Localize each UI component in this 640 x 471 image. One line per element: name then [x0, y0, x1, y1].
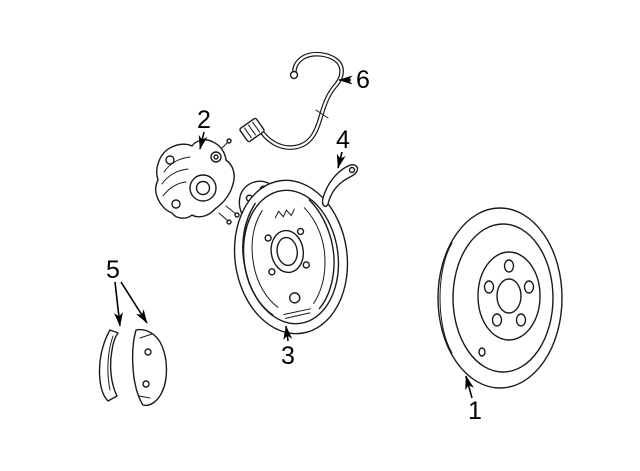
lug-hole — [483, 280, 495, 294]
callout-5: 5 — [106, 256, 148, 327]
brake-shoe-right-lining — [303, 207, 326, 304]
part-brake-backing-plate — [233, 179, 349, 335]
callout-4: 4 — [336, 126, 350, 169]
callout-3-label: 3 — [281, 342, 295, 370]
callout-4-arrow — [336, 151, 346, 169]
caliper-body — [154, 139, 235, 219]
pad-tab — [138, 395, 151, 399]
cable-clip — [315, 109, 329, 119]
brake-shoe-right — [308, 199, 335, 310]
caliper-piston — [195, 180, 211, 196]
brake-pad-outer — [131, 328, 168, 407]
caliper-fin — [161, 168, 189, 185]
callout-5-label: 5 — [106, 256, 120, 284]
clip-hole — [348, 166, 356, 174]
hub-bolt-hole — [268, 268, 276, 276]
rotor-thickness-edge — [439, 242, 453, 354]
callout-1-arrow — [465, 375, 474, 399]
lug-hole — [515, 313, 527, 327]
bleeder-cap — [226, 138, 232, 144]
callout-2-label: 2 — [197, 106, 211, 134]
hub-opening-inner — [276, 236, 298, 267]
brake-shoe-left-lining — [251, 210, 279, 308]
callout-1-label: 1 — [468, 397, 482, 425]
pad-tab — [139, 333, 153, 339]
rotor-hub — [477, 251, 541, 341]
brake-pad-inner-lining — [107, 335, 114, 391]
callout-2-arrow — [198, 131, 208, 150]
brake-shoe-left — [242, 202, 274, 316]
guide-pin-head — [226, 219, 232, 225]
sensor-cable-highlight — [257, 53, 343, 149]
caliper-inlet-fitting — [210, 151, 222, 163]
bleeder-valve — [221, 141, 229, 149]
hub-bolt-hole — [296, 227, 305, 236]
callout-6-label: 6 — [356, 66, 370, 94]
part-retaining-clip — [321, 164, 359, 208]
backing-plate-outer — [233, 179, 349, 335]
callout-6: 6 — [338, 66, 370, 94]
guide-pin-head — [234, 212, 240, 218]
lug-hole — [491, 313, 503, 327]
part-brake-rotor — [437, 207, 563, 389]
caliper-ear-hole — [165, 155, 175, 165]
callout-1: 1 — [465, 375, 482, 425]
guide-pin — [225, 205, 237, 215]
lug-hole — [503, 259, 515, 273]
pad-clip-hole — [142, 380, 150, 388]
caliper-fin — [162, 181, 187, 197]
pad-clip-hole — [144, 348, 152, 356]
adjuster — [283, 308, 311, 316]
caliper-ear-hole — [171, 199, 181, 209]
rotor-set-screw-hole — [478, 347, 486, 357]
guide-pin — [218, 212, 229, 222]
lug-hole — [523, 280, 535, 294]
callout-5-arrow-right — [120, 281, 148, 324]
hold-down-spring — [289, 292, 301, 304]
rotor-center-bore — [496, 278, 522, 314]
rotor-outer-edge — [437, 207, 563, 389]
brake-pad-inner — [98, 329, 119, 402]
callout-5-arrow-left — [114, 281, 123, 327]
return-spring — [274, 208, 295, 219]
sensor-cable — [256, 51, 344, 150]
connector-rib — [252, 121, 261, 133]
part-abs-sensor-harness — [239, 51, 344, 150]
connector-rib — [243, 127, 252, 139]
caliper-inlet-bolt — [213, 154, 219, 160]
rotor-friction-surface — [452, 223, 554, 373]
adjuster — [284, 312, 311, 319]
caliper-piston-bore — [189, 174, 217, 202]
hub-bolt-hole — [302, 261, 310, 269]
sensor-connector — [239, 117, 265, 143]
caliper-fin — [163, 156, 191, 173]
hub-opening — [270, 229, 305, 274]
callout-3: 3 — [281, 325, 295, 370]
clip-body — [321, 164, 359, 208]
callout-2: 2 — [197, 106, 211, 150]
part-brake-caliper — [154, 138, 240, 225]
callout-3-arrow — [283, 325, 293, 342]
part-brake-pads — [98, 328, 168, 407]
hub-bolt-hole — [264, 234, 272, 242]
connector-rib — [248, 124, 256, 136]
sensor-grommet — [289, 70, 299, 80]
callout-4-label: 4 — [336, 126, 350, 154]
